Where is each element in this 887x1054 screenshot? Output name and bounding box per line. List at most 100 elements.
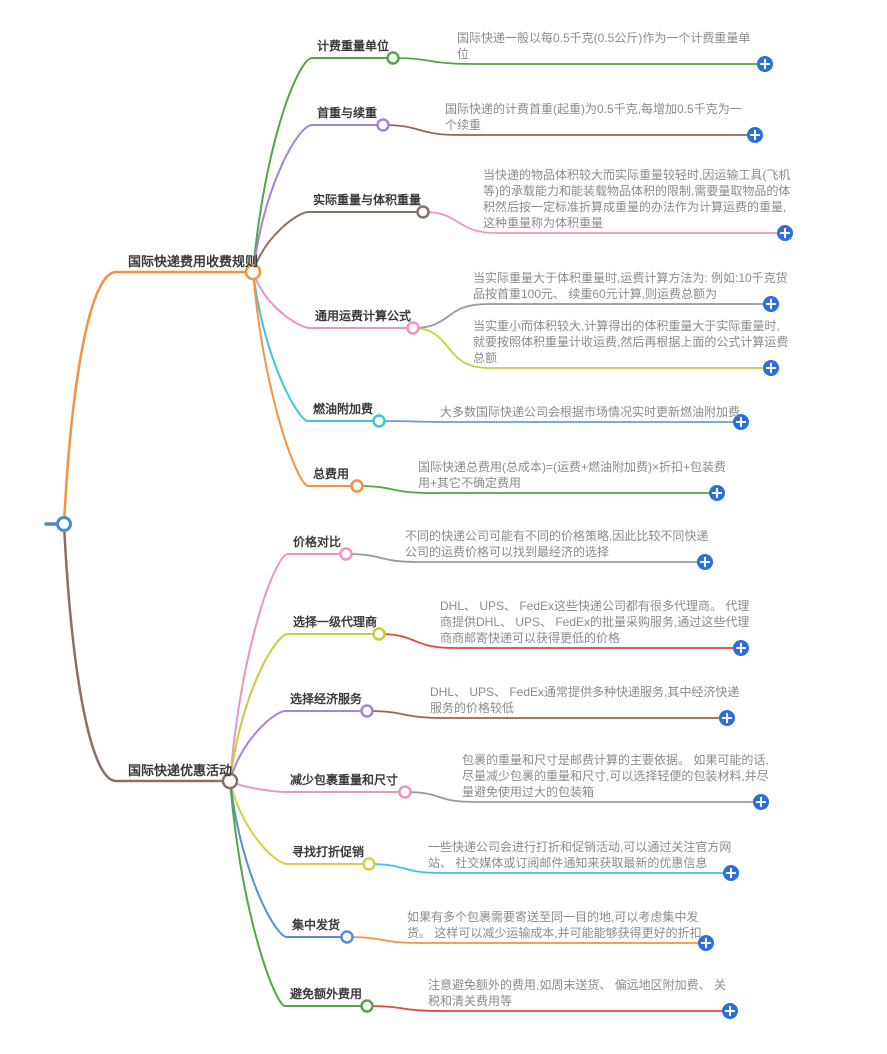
plus-icon-glyph [721, 712, 733, 724]
plus-icon-glyph [779, 227, 791, 239]
leaf-edge-path [368, 863, 724, 874]
plus-icon-glyph [755, 796, 767, 808]
expand-button[interactable] [722, 1003, 738, 1019]
topic-label[interactable]: 寻找打折促销 [292, 845, 365, 859]
topic-edge-path [252, 57, 394, 273]
topic-node-circle[interactable] [362, 857, 376, 871]
topic-edge-path [229, 553, 347, 782]
topic-label[interactable]: 减少包裹重量和尺寸 [290, 773, 399, 787]
topic-label[interactable]: 通用运费计算公式 [315, 309, 412, 323]
topic-label[interactable]: 避免额外费用 [290, 987, 363, 1001]
topic-node-circle[interactable] [406, 321, 420, 335]
expand-button[interactable] [723, 865, 739, 881]
topic-node-circle[interactable] [360, 999, 374, 1013]
leaf-edge-path [382, 124, 748, 136]
topic-edge-path [229, 780, 348, 938]
topic-node-circle[interactable] [360, 704, 374, 718]
plus-icon-glyph [724, 1005, 736, 1017]
plus-icon-glyph [711, 487, 723, 499]
topic-edge-path [229, 710, 368, 782]
leaf-description[interactable]: 国际快递一般以每0.5千克(0.5公斤)作为一个计费重量单位 [457, 31, 751, 61]
topic-edge-path [252, 271, 380, 422]
leaf-description[interactable]: 如果有多个包裹需要寄送至同一目的地,可以考虑集中发货。 这样可以减少运输成本,并… [407, 910, 702, 940]
topic-edge-path [252, 211, 424, 273]
topic-label[interactable]: 选择一级代理商 [293, 615, 378, 629]
topic-label[interactable]: 首重与续重 [317, 106, 378, 120]
plus-icon-glyph [765, 362, 777, 374]
topic-node-circle[interactable] [376, 118, 390, 132]
leaf-description[interactable]: DHL、 UPS、 FedEx这些快递公司都有很多代理商。 代理商提供DHL、 … [440, 599, 750, 645]
plus-icon-glyph [749, 129, 761, 141]
branch-edge-path [62, 270, 255, 526]
plus-icon-glyph [765, 298, 777, 310]
expand-button[interactable] [698, 935, 714, 951]
expand-button[interactable] [753, 794, 769, 810]
topic-label[interactable]: 实际重量与体积重量 [313, 193, 422, 207]
leaf-description[interactable]: 一些快递公司会进行打折和促销活动,可以通过关注官方网站、 社交媒体或订阅邮件通知… [428, 840, 732, 870]
topic-node-circle[interactable] [372, 627, 386, 641]
plus-icon-glyph [725, 867, 737, 879]
expand-button[interactable] [763, 360, 779, 376]
expand-button[interactable] [763, 296, 779, 312]
topic-node-circle[interactable] [386, 51, 400, 65]
leaf-edge-path [366, 1005, 723, 1012]
leaf-description[interactable]: 国际快递的计费首重(起重)为0.5千克,每增加0.5千克为一个续重 [445, 102, 742, 132]
topic-node-circle[interactable] [350, 479, 364, 493]
leaf-edge-path [392, 57, 758, 65]
expand-button[interactable] [777, 225, 793, 241]
plus-icon-glyph [735, 416, 747, 428]
leaf-description[interactable]: 国际快递总费用(总成本)=(运费+燃油附加费)×折扣+包装费用+其它不确定费用 [418, 460, 727, 490]
branch-edge-path [62, 522, 232, 783]
topic-edge-path [229, 633, 380, 782]
topic-edge-path [252, 271, 414, 329]
topic-label[interactable]: 总费用 [313, 467, 350, 481]
topic-edge-path [252, 124, 384, 273]
expand-button[interactable] [733, 414, 749, 430]
root-node-circle[interactable] [56, 516, 72, 532]
topic-label[interactable]: 计费重量单位 [317, 39, 390, 53]
expand-button[interactable] [709, 485, 725, 501]
expand-button[interactable] [719, 710, 735, 726]
branch-label[interactable]: 国际快递优惠活动 [128, 763, 233, 778]
topic-label[interactable]: 价格对比 [293, 535, 342, 549]
leaf-edge-path [412, 303, 764, 329]
topic-label[interactable]: 燃油附加费 [313, 402, 374, 416]
expand-button[interactable] [733, 640, 749, 656]
topic-node-circle[interactable] [416, 205, 430, 219]
topic-edge-path [229, 780, 368, 1007]
topic-node-circle[interactable] [339, 547, 353, 561]
leaf-edge-path [378, 420, 734, 423]
topic-label[interactable]: 集中发货 [292, 918, 341, 932]
leaf-edge-path [345, 553, 698, 563]
topic-node-circle[interactable] [372, 414, 386, 428]
leaf-description[interactable]: 当实际重量大于体积重量时,运费计算方法为: 例如:10千克货品按首重100元、 … [473, 271, 788, 301]
expand-button[interactable] [747, 127, 763, 143]
leaf-description[interactable]: 注意避免额外的费用,如周末送货、 偏远地区附加费、 关税和清关费用等 [428, 978, 727, 1008]
leaf-description[interactable]: 包裹的重量和尺寸是邮费计算的主要依据。 如果可能的话,尽量减少包裹的重量和尺寸,… [462, 753, 769, 799]
topic-label[interactable]: 选择经济服务 [290, 692, 363, 706]
leaf-edge-path [422, 211, 778, 234]
leaf-description[interactable]: 不同的快递公司可能有不同的价格策略,因此比较不同快递公司的运费价格可以找到最经济… [405, 529, 709, 559]
branch-label[interactable]: 国际快递费用收费规则 [128, 254, 259, 269]
plus-icon-glyph [735, 642, 747, 654]
leaf-edge-path [412, 327, 764, 369]
leaf-description[interactable]: 当快递的物品体积较大而实际重量较轻时,因运输工具(飞机等)的承载能力和能装载物品… [483, 168, 791, 230]
leaf-description[interactable]: DHL、 UPS、 FedEx通常提供多种快递服务,其中经济快递服务的价格较低 [430, 685, 740, 715]
leaf-edge-path [378, 633, 734, 649]
leaf-description[interactable]: 当实重小而体积较大,计算得出的体积重量大于实际重量时,就要按照体积重量计收运费,… [473, 319, 789, 365]
branch-node-circle[interactable] [244, 263, 262, 281]
topic-node-circle[interactable] [398, 785, 412, 799]
plus-icon-glyph [700, 937, 712, 949]
topic-edge-path [252, 271, 358, 487]
expand-button[interactable] [757, 56, 773, 72]
branch-node-circle[interactable] [221, 772, 239, 790]
leaf-edge-path [356, 485, 710, 494]
expand-button[interactable] [697, 554, 713, 570]
topic-node-circle[interactable] [340, 930, 354, 944]
plus-icon-glyph [699, 556, 711, 568]
leaf-description[interactable]: 大多数国际快递公司会根据市场情况实时更新燃油附加费 [440, 405, 741, 419]
topic-edge-path [229, 780, 370, 865]
leaf-edge-path [404, 791, 754, 803]
